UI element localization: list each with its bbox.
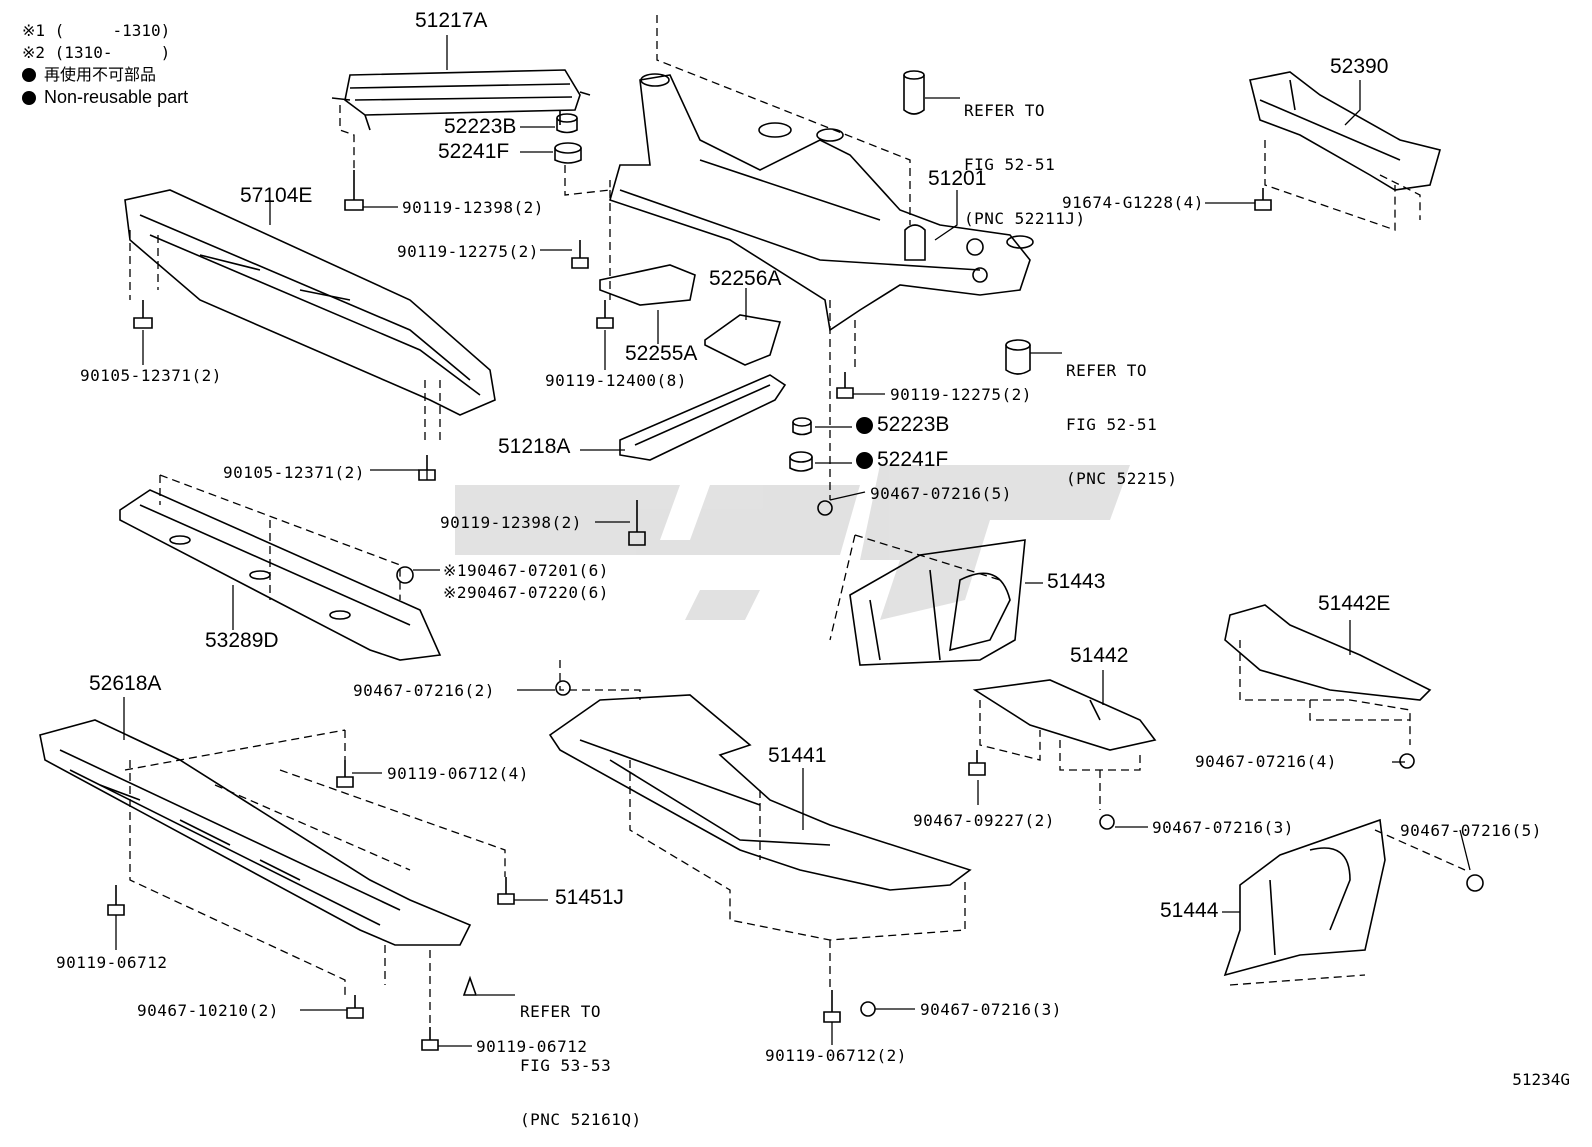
- label-52241F-bot-text: 52241F: [877, 448, 949, 471]
- label-90467-09227-2[interactable]: 90467-09227(2): [913, 811, 1055, 830]
- refer-b-line1: REFER TO: [1066, 361, 1148, 380]
- label-51218A[interactable]: 51218A: [498, 435, 571, 458]
- legend: ※1 ( -1310) ※2 (1310- ) 再使用不可部品 Non-reus…: [22, 20, 188, 108]
- watermark-logo: [455, 465, 1130, 620]
- parts-diagram: [39, 15, 1484, 1051]
- label-51451J[interactable]: 51451J: [555, 886, 624, 909]
- refer-to-fig-52-51-b[interactable]: REFER TO FIG 52-51 (PNC 52215): [1066, 326, 1177, 506]
- label-90467-07216-2[interactable]: 90467-07216(2): [353, 681, 495, 700]
- label-51442[interactable]: 51442: [1070, 644, 1129, 667]
- assembly-dashed-lines: [124, 15, 1466, 1027]
- label-90119-06712-4[interactable]: 90119-06712(4): [387, 764, 529, 783]
- label-57104E[interactable]: 57104E: [240, 184, 313, 207]
- bushing-refer-top: [903, 70, 925, 115]
- legend-nonreusable-en: Non-reusable part: [22, 86, 188, 108]
- label-52241F-top[interactable]: 52241F: [438, 140, 510, 163]
- label-90467-07220-6[interactable]: ※290467-07220(6): [443, 583, 609, 602]
- label-90119-12400-8[interactable]: 90119-12400(8): [545, 371, 687, 390]
- refer-c-line2: FIG 53-53: [520, 1056, 612, 1075]
- part-52241F-top-shape: [554, 142, 582, 164]
- bolt-icons: [107, 170, 1484, 1051]
- refer-a-line3: (PNC 52211J): [964, 209, 1086, 228]
- label-52256A[interactable]: 52256A: [709, 267, 782, 290]
- label-51201[interactable]: 51201: [928, 167, 987, 190]
- label-90467-07216-4[interactable]: 90467-07216(4): [1195, 752, 1337, 771]
- bushing-refer-right: [1005, 339, 1031, 375]
- label-90119-06712-2[interactable]: 90119-06712(2): [765, 1046, 907, 1065]
- label-90467-07216-3-right[interactable]: 90467-07216(3): [1152, 818, 1294, 837]
- figure-number: 51234G: [1512, 1070, 1570, 1089]
- refer-a-line1: REFER TO: [964, 101, 1046, 120]
- label-90119-12398-2-top[interactable]: 90119-12398(2): [402, 198, 544, 217]
- part-52223B-bot-shape: [792, 417, 812, 436]
- part-57104E-shape: [124, 189, 496, 416]
- label-51441[interactable]: 51441: [768, 744, 827, 767]
- label-52390[interactable]: 52390: [1330, 55, 1389, 78]
- part-52256A-shape: [704, 314, 782, 366]
- label-90467-07216-5-mid[interactable]: 90467-07216(5): [870, 484, 1012, 503]
- label-53289D[interactable]: 53289D: [205, 629, 279, 652]
- part-51442-shape: [972, 679, 1157, 751]
- label-90119-12275-2-right[interactable]: 90119-12275(2): [890, 385, 1032, 404]
- label-52255A[interactable]: 52255A: [625, 342, 698, 365]
- legend-en-text: Non-reusable part: [44, 87, 189, 107]
- part-51218A-shape: [619, 374, 787, 461]
- leader-lines: [115, 35, 1471, 1047]
- refer-to-fig-52-51-a[interactable]: REFER TO FIG 52-51 (PNC 52211J): [964, 66, 1086, 246]
- legend-jp-text: 再使用不可部品: [44, 65, 157, 84]
- label-52223B-top[interactable]: 52223B: [444, 115, 517, 138]
- label-90105-12371-2-a[interactable]: 90105-12371(2): [80, 366, 222, 385]
- label-90467-07216-5-right[interactable]: 90467-07216(5): [1400, 821, 1542, 840]
- label-91674-G1228-4[interactable]: 91674-G1228(4): [1062, 193, 1204, 212]
- label-90119-12398-2-bot[interactable]: 90119-12398(2): [440, 513, 582, 532]
- label-52223B-bot-text: 52223B: [877, 413, 950, 436]
- label-51444[interactable]: 51444: [1160, 899, 1219, 922]
- legend-nonreusable-jp: 再使用不可部品: [22, 64, 188, 86]
- label-90467-10210-2[interactable]: 90467-10210(2): [137, 1001, 279, 1020]
- refer-c-line3: (PNC 52161Q): [520, 1110, 642, 1129]
- nonreusable-dot-icon: [22, 91, 36, 105]
- nonreusable-dot-icon: [856, 417, 873, 434]
- part-51217A-shape: [331, 69, 591, 131]
- label-90467-07216-3-bot[interactable]: 90467-07216(3): [920, 1000, 1062, 1019]
- label-90119-12275-2-left[interactable]: 90119-12275(2): [397, 242, 539, 261]
- part-52241F-bot-shape: [789, 451, 813, 472]
- part-52223B-top-shape: [556, 113, 578, 134]
- part-52618A-shape: [39, 719, 472, 946]
- label-51217A[interactable]: 51217A: [415, 9, 488, 32]
- refer-b-line2: FIG 52-51: [1066, 415, 1158, 434]
- refer-a-line2: FIG 52-51: [964, 155, 1056, 174]
- part-51444-shape: [1223, 818, 1386, 977]
- legend-note-1: ※1 ( -1310): [22, 21, 171, 40]
- part-53289D-shape: [119, 489, 442, 661]
- label-90119-06712-b[interactable]: 90119-06712: [476, 1037, 588, 1056]
- label-51442E[interactable]: 51442E: [1318, 592, 1391, 615]
- nonreusable-dot-icon: [22, 68, 36, 82]
- part-52255A-shape: [599, 264, 696, 306]
- label-51443[interactable]: 51443: [1047, 570, 1106, 593]
- refer-b-line3: (PNC 52215): [1066, 469, 1178, 488]
- part-52390-shape: [1249, 71, 1441, 191]
- nonreusable-dot-icon: [856, 452, 873, 469]
- label-52241F-bot[interactable]: 52241F: [856, 448, 949, 471]
- label-90467-07201-6[interactable]: ※190467-07201(6): [443, 561, 609, 580]
- label-90119-06712-a[interactable]: 90119-06712: [56, 953, 168, 972]
- refer-to-fig-53-53[interactable]: REFER TO FIG 53-53 (PNC 52161Q): [520, 967, 642, 1147]
- label-52618A[interactable]: 52618A: [89, 672, 162, 695]
- part-51442E-shape: [1224, 604, 1432, 701]
- label-52223B-bot[interactable]: 52223B: [856, 413, 950, 436]
- label-90105-12371-2-b[interactable]: 90105-12371(2): [223, 463, 365, 482]
- refer-c-line1: REFER TO: [520, 1002, 602, 1021]
- legend-note-2: ※2 (1310- ): [22, 43, 171, 62]
- part-51201-shape: [609, 73, 1034, 332]
